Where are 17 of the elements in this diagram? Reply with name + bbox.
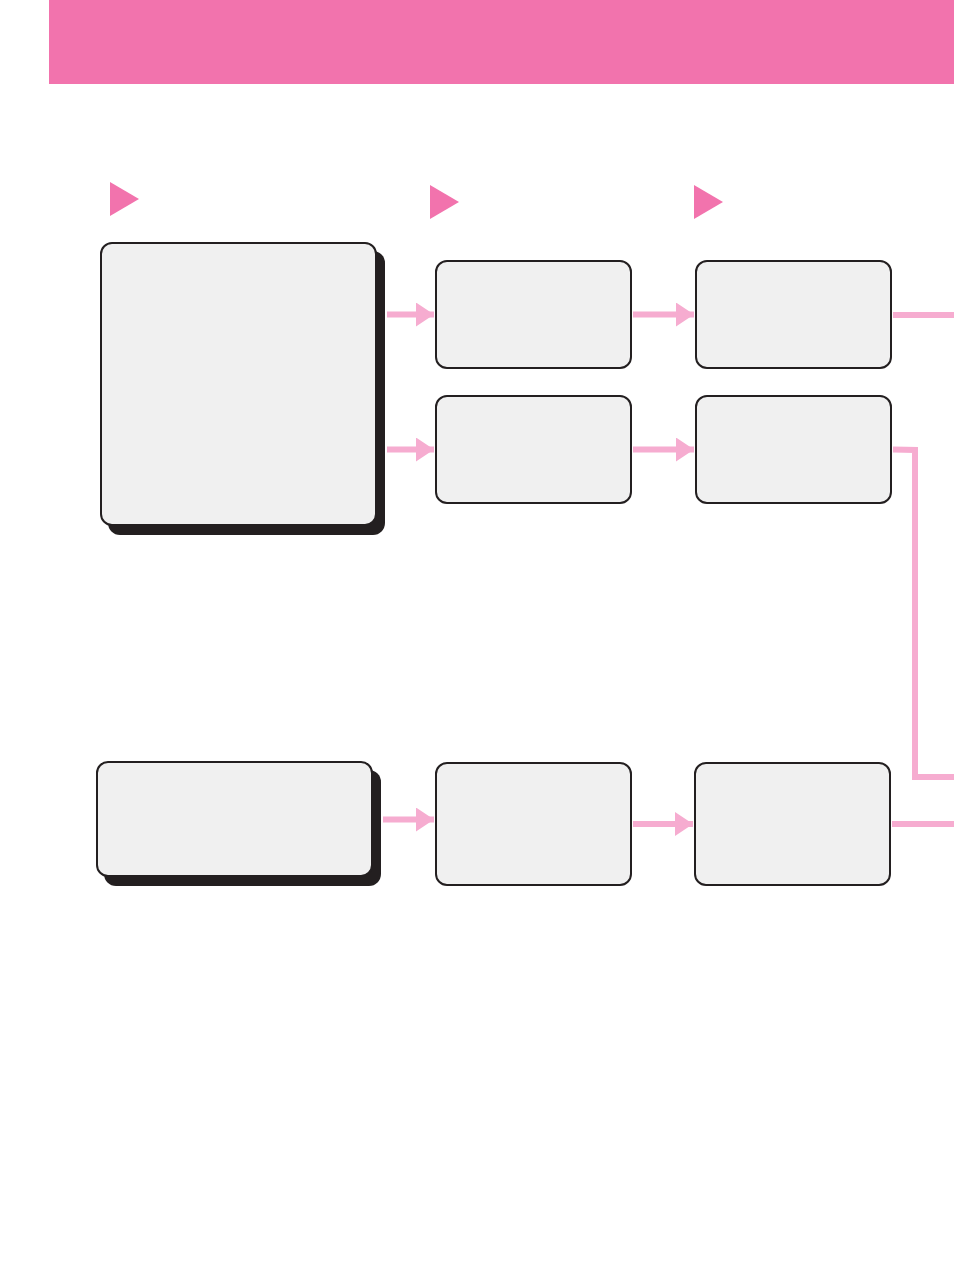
- arrow: [387, 302, 434, 327]
- arrow: [383, 807, 434, 832]
- arrow: [387, 437, 434, 462]
- connector-line: [893, 312, 954, 318]
- connector-line: [892, 821, 954, 827]
- arrow: [633, 302, 694, 327]
- empty-box: [435, 260, 632, 369]
- empty-box: [100, 242, 377, 526]
- empty-box: [435, 762, 632, 886]
- empty-box: [695, 260, 892, 369]
- empty-box: [96, 761, 373, 877]
- arrow: [633, 812, 693, 836]
- empty-box: [694, 762, 891, 886]
- connector-line: [892, 446, 954, 780]
- empty-box: [695, 395, 892, 504]
- arrow: [633, 437, 694, 462]
- empty-box: [435, 395, 632, 504]
